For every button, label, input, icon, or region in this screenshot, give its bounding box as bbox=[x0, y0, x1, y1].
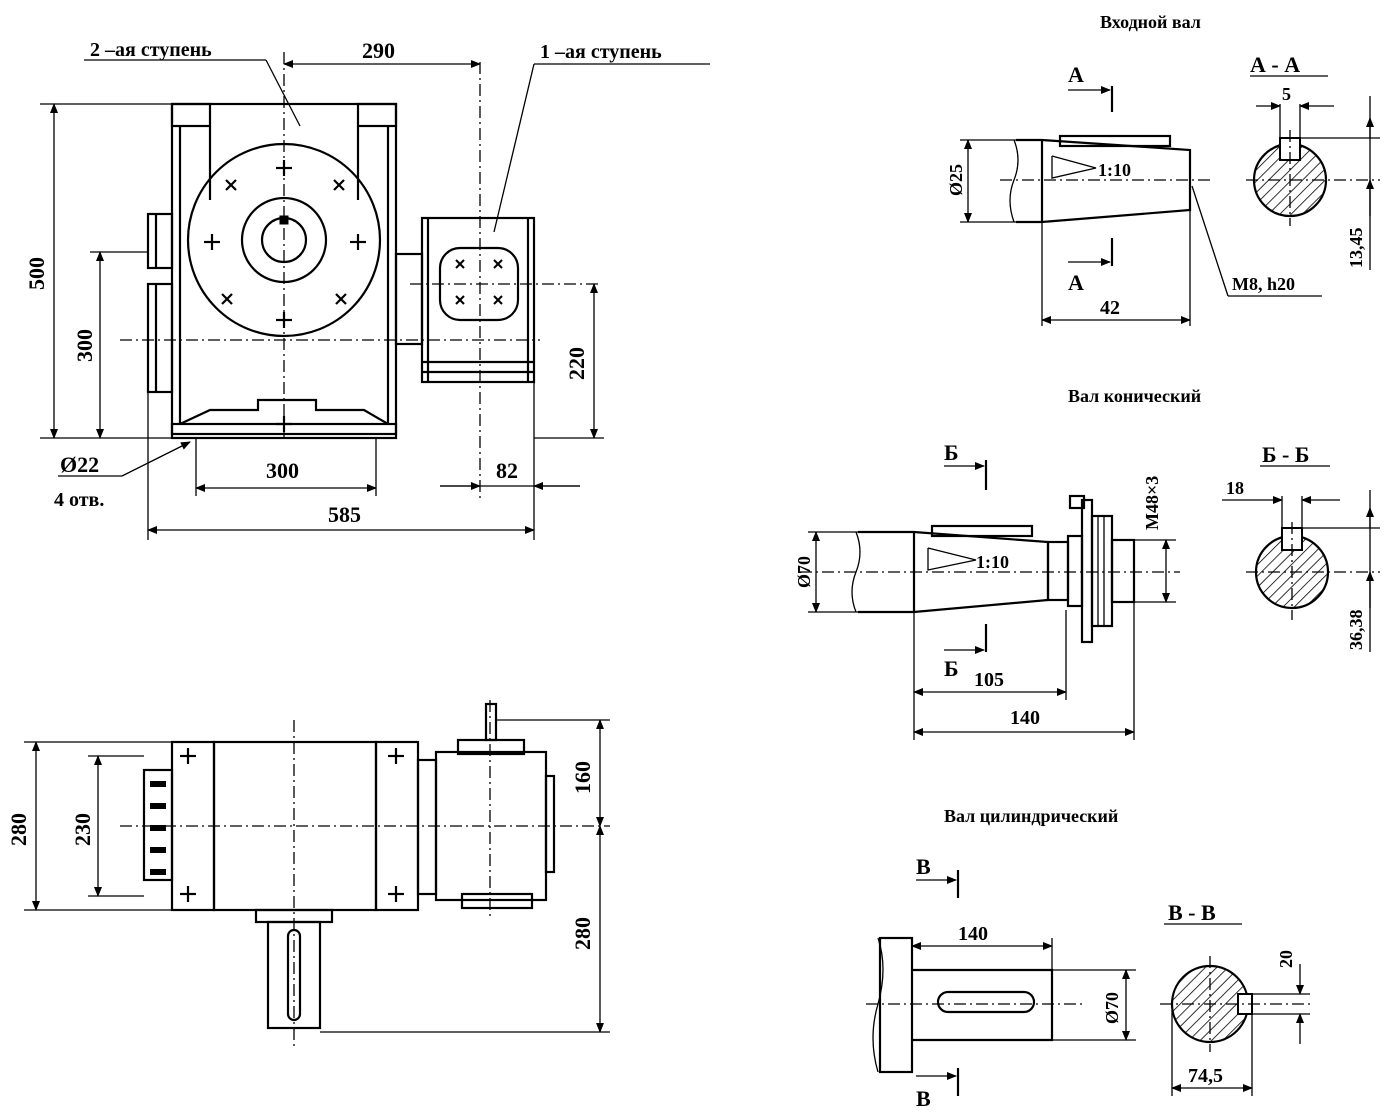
conical-washer bbox=[1080, 498, 1094, 644]
hole-count: 4 отв. bbox=[54, 489, 104, 511]
input-diameter: Ø25 bbox=[946, 164, 966, 196]
dim-230: 230 bbox=[70, 813, 95, 846]
cylindrical-key-depth: 74,5 bbox=[1188, 1065, 1223, 1087]
input-length: 42 bbox=[1100, 297, 1120, 319]
side-ribs bbox=[142, 768, 174, 882]
conical-section-mark-bottom: Б bbox=[944, 656, 959, 681]
dim-220: 220 bbox=[564, 347, 589, 380]
input-key-width: 5 bbox=[1282, 84, 1291, 104]
conical-key-depth: 36,38 bbox=[1346, 610, 1366, 651]
dim-300-vertical: 300 bbox=[72, 329, 97, 362]
left-boss-bottom bbox=[146, 282, 174, 394]
input-thread: M8, h20 bbox=[1232, 274, 1295, 294]
front-view: 290 2 –ая ступень 1 –ая ступень 500 300 … bbox=[24, 38, 710, 540]
cylindrical-section-title: В - В bbox=[1168, 900, 1216, 925]
cylindrical-key-width: 20 bbox=[1276, 950, 1296, 968]
cylindrical-keyway bbox=[936, 990, 1036, 1014]
cylindrical-shaft-detail: Вал цилиндрический В В 140 Ø70 В - В bbox=[866, 806, 1310, 1111]
stage2-label: 2 –ая ступень bbox=[90, 39, 212, 61]
hole-diameter: Ø22 bbox=[60, 452, 99, 477]
stage1-housing bbox=[420, 216, 536, 384]
conical-key-width: 18 bbox=[1226, 478, 1244, 498]
dim-160: 160 bbox=[570, 761, 595, 794]
coupling bbox=[394, 252, 424, 346]
dim-280-right: 280 bbox=[570, 917, 595, 950]
dim-82: 82 bbox=[496, 458, 518, 483]
cylindrical-diameter: Ø70 bbox=[1102, 992, 1122, 1024]
cylindrical-section-mark-top: В bbox=[916, 854, 931, 879]
side-view: 280 230 160 280 bbox=[6, 700, 610, 1046]
conical-section-mark-top: Б bbox=[944, 440, 959, 465]
cylindrical-length: 140 bbox=[958, 923, 988, 945]
dim-585: 585 bbox=[328, 502, 361, 527]
lug-left bbox=[170, 102, 212, 128]
dim-300-horizontal: 300 bbox=[266, 458, 299, 483]
conical-length-140: 140 bbox=[1010, 707, 1040, 729]
conical-shaft-detail: Вал конический 1:10 Б Б Ø70 M48×3 bbox=[794, 386, 1380, 740]
conical-diameter: Ø70 bbox=[794, 556, 814, 588]
stage1-label: 1 –ая ступень bbox=[540, 41, 662, 63]
bolt-marks bbox=[204, 160, 366, 432]
dim-290: 290 bbox=[362, 38, 395, 63]
conical-shaft-title: Вал конический bbox=[1068, 386, 1201, 406]
conical-length-105: 105 bbox=[974, 669, 1004, 691]
left-boss-top bbox=[146, 212, 174, 270]
dim-500: 500 bbox=[24, 257, 49, 290]
conical-taper: 1:10 bbox=[976, 552, 1009, 572]
input-section-mark-bottom: А bbox=[1068, 270, 1084, 295]
cylindrical-shaft-title: Вал цилиндрический bbox=[944, 806, 1118, 826]
conical-thread: M48×3 bbox=[1142, 476, 1162, 530]
lug-right bbox=[356, 102, 398, 128]
dim-280-left: 280 bbox=[6, 813, 31, 846]
input-shaft-title: Входной вал bbox=[1100, 12, 1201, 32]
cylindrical-section-mark-bottom: В bbox=[916, 1086, 931, 1111]
input-taper: 1:10 bbox=[1098, 160, 1131, 180]
input-key-depth: 13,45 bbox=[1346, 228, 1366, 269]
input-section-mark-top: А bbox=[1068, 62, 1084, 87]
input-section-title: А - А bbox=[1250, 52, 1300, 77]
input-shaft-detail: Входной вал 1:10 А А Ø25 42 M8, h20 А - … bbox=[946, 12, 1380, 326]
conical-section-title: Б - Б bbox=[1262, 442, 1309, 467]
